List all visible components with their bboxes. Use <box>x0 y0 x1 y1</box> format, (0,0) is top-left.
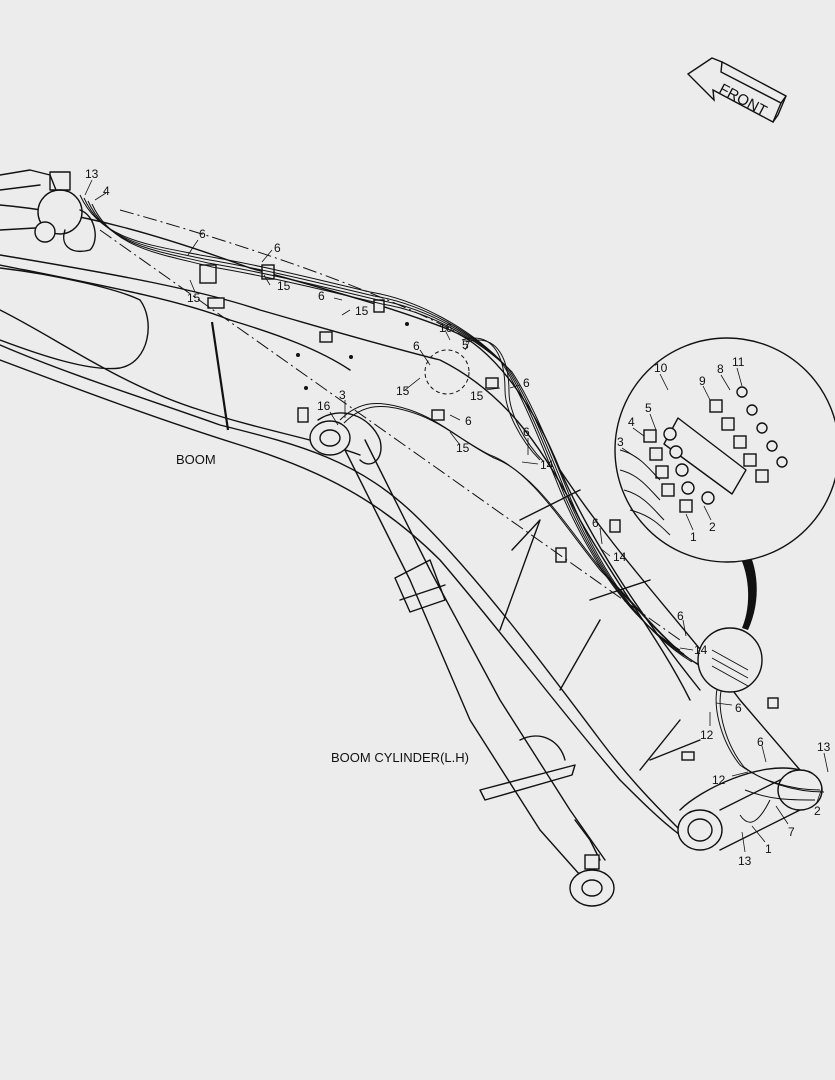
callout-5: 5 <box>462 338 469 352</box>
callout-3: 3 <box>339 388 346 402</box>
boom-structure <box>0 169 823 851</box>
boom-cylinder-label: BOOM CYLINDER(L.H) <box>331 750 469 765</box>
callout-6: 6 <box>199 227 206 241</box>
callout-6: 6 <box>523 376 530 390</box>
callout-4: 4 <box>628 415 635 429</box>
callout-2: 2 <box>709 520 716 534</box>
callout-6: 6 <box>274 241 281 255</box>
fitting-detail-inset <box>614 337 835 693</box>
callout-5: 5 <box>645 401 652 415</box>
callout-15: 15 <box>470 389 484 403</box>
callout-15: 15 <box>355 304 369 318</box>
front-arrow-icon: FRONT <box>686 57 787 123</box>
callout-15: 15 <box>187 291 201 305</box>
fitting-row-right <box>709 386 788 483</box>
callout-14: 14 <box>613 550 627 564</box>
fitting-row-left <box>643 427 715 513</box>
callout-2: 2 <box>814 804 821 818</box>
callout-12: 12 <box>712 773 726 787</box>
callout-6: 6 <box>523 425 530 439</box>
callout-4: 4 <box>103 184 110 198</box>
callout-13: 13 <box>817 740 831 754</box>
callout-6: 6 <box>735 701 742 715</box>
callout-10: 10 <box>654 361 668 375</box>
callout-7: 7 <box>788 825 795 839</box>
callout-labels: 13 4 6 6 15 15 6 15 5 16 6 15 15 6 6 3 1… <box>85 167 831 868</box>
callout-14: 14 <box>540 458 554 472</box>
callout-13: 13 <box>85 167 99 181</box>
callout-15: 15 <box>277 279 291 293</box>
callout-6: 6 <box>592 516 599 530</box>
callout-1: 1 <box>690 530 697 544</box>
hydraulic-lines <box>79 194 825 823</box>
callout-3: 3 <box>617 435 624 449</box>
callout-6: 6 <box>465 414 472 428</box>
callout-15: 15 <box>396 384 410 398</box>
callout-15: 15 <box>456 441 470 455</box>
callout-8: 8 <box>717 362 724 376</box>
callout-9: 9 <box>699 374 706 388</box>
callout-14: 14 <box>694 643 708 657</box>
callout-6: 6 <box>677 609 684 623</box>
callout-16: 16 <box>317 399 331 413</box>
callout-12: 12 <box>700 728 714 742</box>
callout-6: 6 <box>318 289 325 303</box>
boom-label: BOOM <box>176 452 216 467</box>
callout-13: 13 <box>738 854 752 868</box>
clamp-bracket <box>199 264 217 284</box>
callout-6: 6 <box>757 735 764 749</box>
callout-11: 11 <box>732 355 745 369</box>
callout-6: 6 <box>413 339 420 353</box>
boom-cylinder <box>309 412 615 907</box>
leader-lines <box>84 179 829 853</box>
callout-1: 1 <box>765 842 772 856</box>
callout-16: 16 <box>439 321 453 335</box>
